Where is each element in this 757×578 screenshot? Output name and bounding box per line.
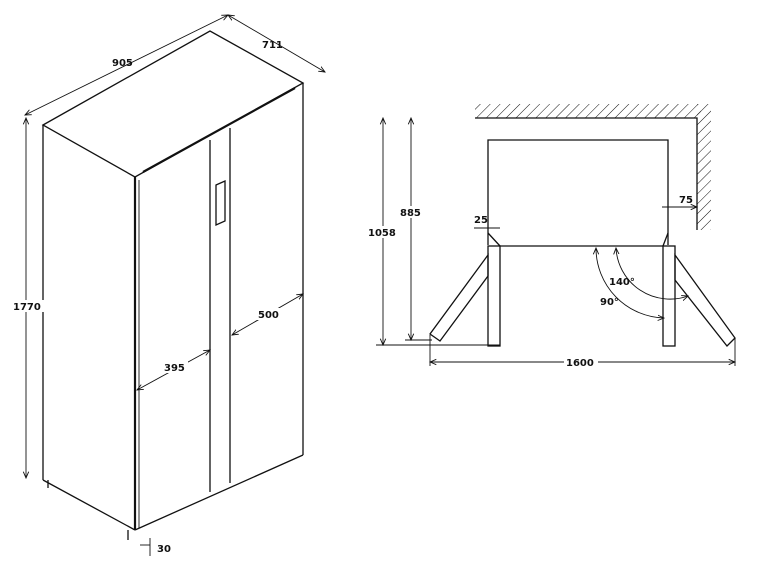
dim-depth-label: 711	[262, 40, 283, 51]
angle-arc-140	[616, 248, 688, 299]
angle-140-label: 140°	[609, 277, 635, 288]
fridge-isometric: 905 711 1770 395 500 30	[10, 15, 325, 556]
angle-90-label: 90°	[600, 297, 619, 308]
dim-height-label: 1770	[13, 302, 41, 313]
dim-line-width	[25, 15, 228, 115]
wall-hatch-top	[475, 104, 701, 118]
right-door-closed	[662, 245, 676, 347]
dim-left-door-label: 395	[164, 363, 185, 374]
dim-depth-doors-label: 1058	[368, 228, 396, 239]
wall	[475, 117, 698, 230]
dispenser-panel	[215, 179, 226, 227]
fridge-body	[487, 139, 669, 245]
angle-arc-90	[596, 248, 664, 318]
fridge-side-bottom-edge	[42, 479, 136, 531]
dim-hinge-label: 25	[474, 215, 488, 226]
dim-depth-body-label: 885	[400, 208, 421, 219]
dim-foot-label: 30	[157, 544, 171, 555]
fridge-top-trim	[142, 87, 296, 173]
dim-width-label: 905	[112, 58, 133, 69]
dim-right-door-label: 500	[258, 310, 279, 321]
right-door-open	[674, 252, 736, 347]
fridge-front-bottom	[134, 454, 304, 531]
fridge-top-view: 1058 885 25 75 1600 140° 90°	[366, 104, 735, 369]
dim-line-depth	[228, 15, 325, 72]
dim-open-width-label: 1600	[566, 358, 594, 369]
wall-hatch-right	[697, 104, 711, 230]
left-door-closed	[487, 245, 501, 347]
left-door-open	[429, 253, 489, 342]
dim-wall-label: 75	[679, 195, 693, 206]
